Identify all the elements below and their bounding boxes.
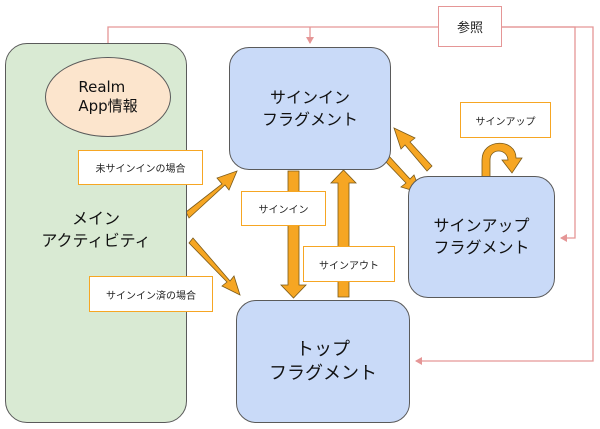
top-fragment-node: トップ フラグメント bbox=[236, 300, 410, 423]
arrow-signin-to-top bbox=[280, 170, 307, 299]
reference-line-top bbox=[415, 26, 594, 365]
signup-fragment-label: サインアップ フラグメント bbox=[433, 216, 530, 257]
signed-in-label: サインイン済の場合 bbox=[89, 276, 213, 312]
arrow-main-to-top bbox=[188, 237, 241, 296]
signup-edge-label: サインアップ bbox=[460, 102, 551, 138]
arrow-main-to-signin bbox=[185, 170, 238, 219]
top-fragment-label: トップ フラグメント bbox=[269, 338, 377, 384]
reference-label: 参照 bbox=[438, 6, 502, 47]
realm-app-info-label: Realm App情報 bbox=[78, 78, 138, 115]
arrow-signup-self-loop bbox=[481, 142, 523, 184]
realm-app-info-node: Realm App情報 bbox=[45, 57, 171, 137]
signup-fragment-node: サインアップ フラグメント bbox=[408, 176, 555, 298]
arrow-signup-to-signin bbox=[393, 127, 433, 172]
main-activity-label: メイン アクティビティ bbox=[41, 209, 151, 250]
signin-edge-label: サインイン bbox=[241, 191, 326, 226]
signin-fragment-node: サインイン フラグメント bbox=[229, 47, 391, 170]
signout-edge-label: サインアウト bbox=[303, 246, 395, 282]
not-signed-in-label: 未サインインの場合 bbox=[78, 150, 203, 185]
signin-fragment-label: サインイン フラグメント bbox=[261, 87, 358, 129]
